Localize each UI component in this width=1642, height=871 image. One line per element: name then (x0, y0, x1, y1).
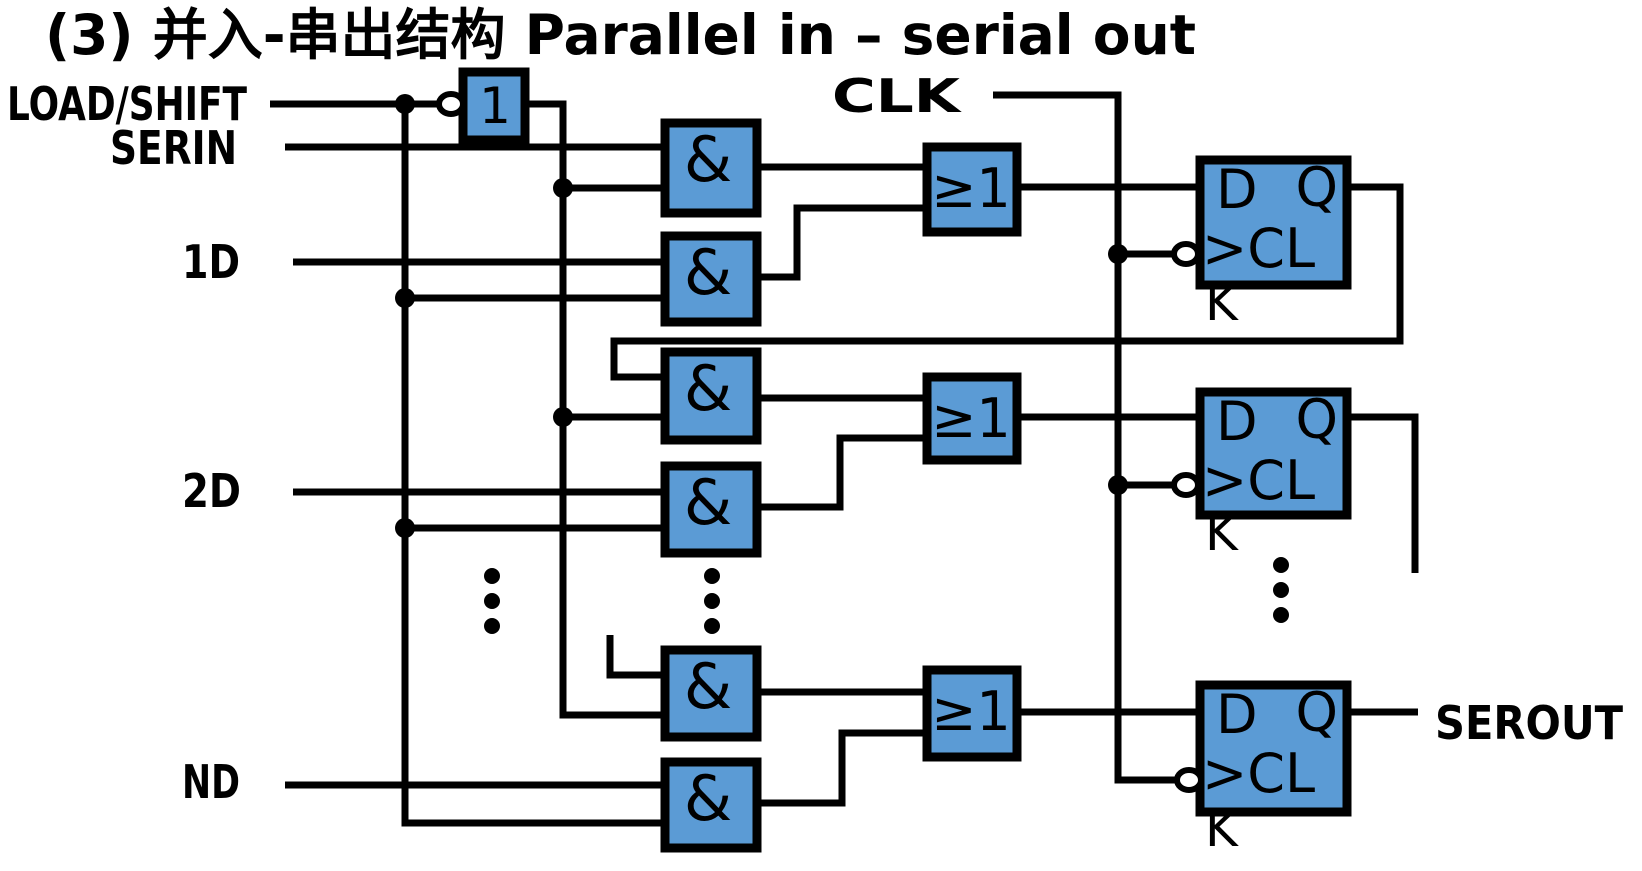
wire-load-bus (401, 104, 665, 827)
junction-dot (395, 288, 415, 308)
dff-k-label: K (1205, 504, 1239, 562)
wire-and2-to-or1 (757, 204, 927, 281)
junction-dot (1108, 475, 1128, 495)
wire-clk-bus (993, 91, 1177, 784)
wire-prev-q-to-and5 (606, 635, 665, 679)
and-gate-6 (660, 757, 762, 853)
and-symbol-3: & (684, 352, 732, 425)
dff-d-label: D (1216, 683, 1258, 746)
dff-d-label: D (1216, 390, 1258, 453)
label-serin: SERIN (110, 121, 237, 175)
continuation-dots (484, 557, 1289, 634)
gates (458, 67, 1352, 853)
inverter-gate (458, 67, 530, 145)
wire-ff1-q-to-and3 (610, 183, 1404, 381)
ellipsis-dot (484, 568, 500, 584)
and-gate-3 (660, 347, 762, 445)
junction-dot (395, 518, 415, 538)
clock-bubble-icon (1171, 241, 1201, 267)
and-gate-5 (660, 645, 762, 742)
dff-clock-label: >CL (1202, 742, 1315, 805)
dff-clock-label: >CL (1202, 449, 1315, 512)
junction-dot (553, 407, 573, 427)
or-gate-2 (922, 372, 1022, 465)
wire-and6-to-or3 (757, 729, 927, 807)
page-title: (3) 并入-串出结构 Parallel in – serial out (45, 3, 1196, 67)
clock-bubble-icon (1171, 472, 1201, 498)
and-gate-4 (660, 461, 762, 558)
wire-shift-bus (525, 100, 665, 719)
and-symbol-1: & (684, 123, 732, 196)
and-symbol-2: & (684, 236, 732, 309)
dff-2 (1195, 387, 1352, 520)
inverter-symbol: 1 (479, 77, 511, 135)
and-symbol-4: & (684, 466, 732, 539)
ellipsis-dot (1273, 582, 1289, 598)
and-symbol-6: & (684, 762, 732, 835)
dff-3 (1195, 680, 1352, 817)
or-symbol-1: ≥1 (931, 157, 1011, 220)
wire-ff2-q-down (1347, 413, 1419, 573)
label-serout: SEROUT (1435, 696, 1624, 750)
ellipsis-dot (484, 618, 500, 634)
and-gate-2 (660, 231, 762, 327)
dff-3-labels: D Q >CL K (1202, 681, 1338, 858)
ellipsis-dot (484, 593, 500, 609)
junction-dot (553, 178, 573, 198)
dff-q-label: Q (1295, 388, 1338, 451)
ellipsis-dot (704, 593, 720, 609)
dff-2-labels: D Q >CL K (1202, 388, 1338, 562)
dff-q-label: Q (1295, 681, 1338, 744)
junction-dots (395, 94, 1128, 538)
or-symbol-2: ≥1 (931, 387, 1011, 450)
and-gate-1 (660, 118, 762, 218)
ellipsis-dot (1273, 557, 1289, 573)
dff-k-label: K (1205, 800, 1239, 858)
label-2d: 2D (182, 464, 241, 518)
or-gate-1 (922, 142, 1022, 237)
label-clk: CLK (832, 69, 963, 123)
or-symbol-3: ≥1 (931, 680, 1011, 743)
wire-and4-to-or2 (757, 434, 927, 511)
junction-dot (1108, 244, 1128, 264)
clock-bubble-icon (1174, 767, 1204, 793)
inverter-bubble-icon (436, 91, 466, 117)
and-symbol-5: & (684, 650, 732, 723)
dff-q-label: Q (1295, 156, 1338, 219)
or-gate-3 (922, 665, 1022, 762)
label-load-shift: LOAD/SHIFT (7, 77, 247, 131)
junction-dot (395, 94, 415, 114)
ellipsis-dot (1273, 607, 1289, 623)
label-nd: ND (182, 755, 240, 809)
ellipsis-dot (704, 568, 720, 584)
dff-clock-label: >CL (1202, 217, 1315, 280)
dff-1-labels: D Q >CL K (1202, 156, 1338, 332)
dff-k-label: K (1205, 274, 1239, 332)
dff-d-label: D (1216, 158, 1258, 221)
label-1d: 1D (182, 235, 240, 289)
ellipsis-dot (704, 618, 720, 634)
dff-1 (1195, 155, 1352, 290)
